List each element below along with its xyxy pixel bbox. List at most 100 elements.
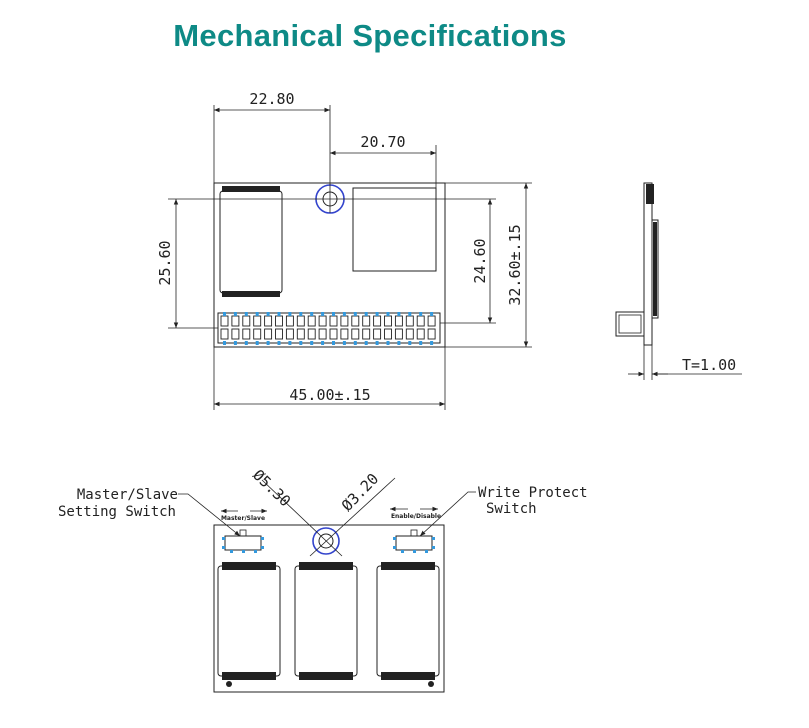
label-write-protect-line2: Switch [486, 501, 537, 517]
connector-pin-pad [288, 341, 292, 345]
dim-45-00: 45.00±.15 [213, 347, 446, 410]
dim-label-24-60: 24.60 [471, 238, 489, 283]
bottom-chip-2 [294, 562, 358, 680]
connector-pin-pad [223, 341, 226, 345]
connector-pin-pad [375, 341, 379, 345]
dim-label-45-00: 45.00±.15 [289, 386, 370, 404]
connector-pin-pad [288, 312, 292, 316]
connector-pin-pad [353, 312, 357, 316]
connector-pin [296, 315, 305, 327]
connector-pin-pad [321, 312, 325, 316]
connector-pin [264, 328, 273, 340]
label-master-slave-line1: Master/Slave [77, 487, 178, 503]
connector-pin-pad [342, 312, 346, 316]
dim-label-32-60: 32.60±.15 [506, 224, 524, 305]
connector-pin [296, 328, 305, 340]
connector-pin-pad [397, 312, 401, 316]
connector-pin [242, 315, 251, 327]
dim-label-22-80: 22.80 [249, 90, 294, 108]
connector-pin-pad [364, 341, 368, 345]
connector-pin [394, 315, 403, 327]
connector-pin [220, 328, 229, 340]
connector-pin [373, 315, 382, 327]
bottom-mounting-hole [261, 477, 396, 557]
connector-pin [231, 328, 240, 340]
board-outline-bottom [213, 524, 445, 693]
dim-label-25-60: 25.60 [156, 240, 174, 285]
connector-pin-pad [430, 312, 434, 316]
connector-pin-pad [233, 341, 237, 345]
connector-pin [362, 315, 371, 327]
top-mounting-hole [315, 184, 345, 214]
connector-pin-pad [419, 312, 423, 316]
connector-pin [394, 328, 403, 340]
dim-label-hole-small: Ø3.20 [338, 470, 382, 515]
master-slave-switch: Master/Slave [221, 508, 267, 553]
side-view: T=1.00 [615, 182, 742, 380]
connector-pin-pad [342, 341, 346, 345]
top-chip-left [219, 186, 283, 297]
connector-pin [253, 315, 262, 327]
connector-pin [275, 315, 283, 327]
connector-pin [264, 315, 273, 327]
connector-pin [285, 315, 294, 327]
label-write-protect-line1: Write Protect [478, 485, 588, 501]
connector-pin [318, 315, 327, 327]
connector-pin-pad [386, 312, 390, 316]
top-connector-header [217, 312, 441, 345]
top-chip-right [352, 187, 437, 272]
connector-pin-pad [233, 312, 237, 316]
label-master-slave-line2: Setting Switch [58, 504, 176, 520]
bottom-view: Ø5.30 Ø3.20 Master/Slave [58, 466, 588, 693]
connector-pin-pad [299, 312, 303, 316]
connector-pin [384, 315, 392, 327]
connector-pin-pad [332, 312, 335, 316]
dim-20-70: 20.70 [330, 133, 437, 188]
connector-pin-pad [332, 341, 335, 345]
connector-pin [351, 328, 360, 340]
connector-pin [329, 315, 338, 327]
connector-pin [242, 328, 251, 340]
connector-pin-pad [266, 312, 270, 316]
connector-pin-pad [397, 341, 401, 345]
write-protect-switch: Enable/Disable [390, 506, 441, 553]
connector-pin-pad [408, 341, 412, 345]
connector-pin-pad [223, 312, 226, 316]
connector-pin-pad [353, 341, 357, 345]
side-component-top [646, 184, 654, 204]
connector-pin [427, 315, 436, 327]
silk-master-slave: Master/Slave [221, 515, 265, 522]
connector-pin-pad [277, 312, 281, 316]
side-board [643, 182, 653, 346]
connector-pin [405, 328, 414, 340]
bottom-chip-1 [217, 562, 281, 680]
top-view: 22.80 20.70 25.60 24.60 32.60±.15 [156, 90, 532, 410]
silk-enable-disable: Enable/Disable [391, 513, 441, 520]
connector-pin [427, 328, 436, 340]
connector-pin-pad [255, 312, 259, 316]
connector-pin [362, 328, 371, 340]
board-outline-top [213, 182, 446, 348]
connector-pin-pad [430, 341, 434, 345]
side-connector [615, 311, 645, 337]
connector-pin [340, 315, 349, 327]
side-component-body [651, 219, 659, 319]
connector-pin [253, 328, 262, 340]
connector-pin [318, 328, 327, 340]
dim-label-thickness: T=1.00 [682, 356, 736, 374]
connector-pin [340, 328, 349, 340]
connector-pin-pad [310, 341, 314, 345]
connector-pin-pad [386, 341, 390, 345]
dim-label-hole-large: Ø5.30 [249, 466, 294, 510]
connector-pin [416, 328, 425, 340]
connector-pin-pad [266, 341, 270, 345]
dim-24-60: 24.60 [344, 198, 496, 324]
connector-pin [384, 328, 392, 340]
connector-pin [405, 315, 414, 327]
bottom-chip-3 [376, 562, 440, 680]
connector-pin-pad [408, 312, 412, 316]
connector-pin [373, 328, 382, 340]
connector-pin [275, 328, 283, 340]
connector-pin-pad [364, 312, 368, 316]
